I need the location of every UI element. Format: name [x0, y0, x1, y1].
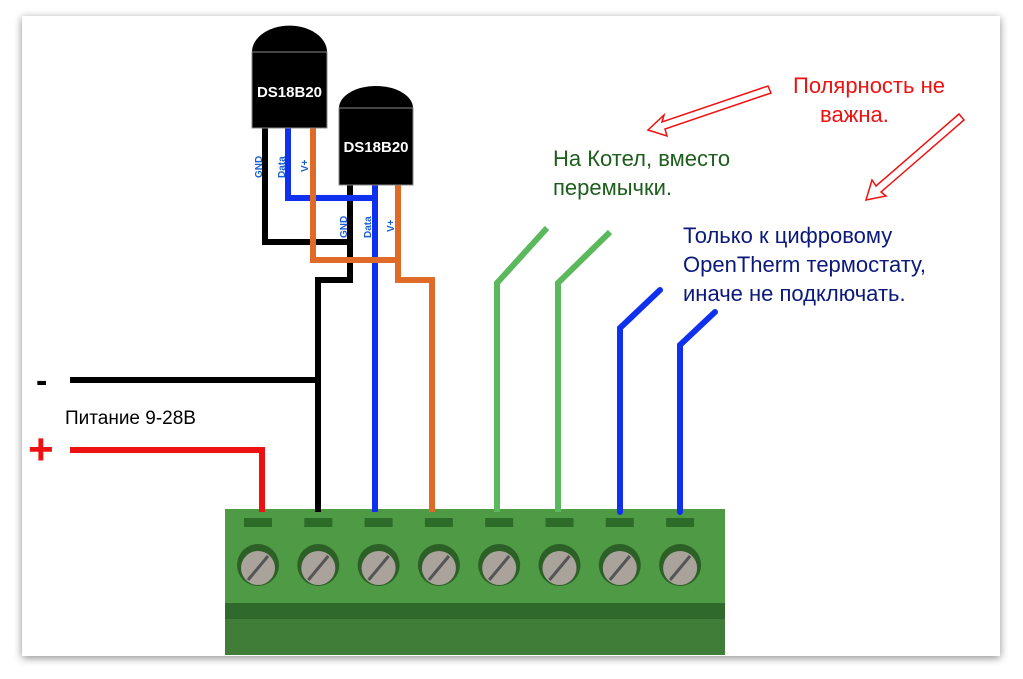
sensor-label: DS18B20: [343, 139, 408, 156]
terminal-screw[interactable]: [538, 518, 581, 586]
wire-power-plus: [70, 447, 265, 512]
terminal-screw[interactable]: [417, 518, 460, 586]
polarity-note-line2: важна.: [820, 102, 889, 127]
sensor-1: DS18B20 GND Data V+: [251, 25, 328, 178]
terminal-screw[interactable]: [478, 518, 521, 586]
arrow-to-opentherm-icon: [864, 112, 966, 201]
wire-vplus-main: [395, 182, 435, 512]
opentherm-note-line1: Только к цифровому: [683, 223, 892, 248]
wire-opentherm-2: [677, 309, 718, 515]
pin-label: GND: [254, 156, 265, 178]
pin-label: V+: [300, 159, 311, 172]
wire-gnd-sensor1: [262, 128, 350, 245]
boiler-note-line1: На Котел, вместо: [553, 146, 730, 171]
terminal-screw[interactable]: [357, 518, 400, 586]
wire-data-sensor1: [285, 124, 375, 201]
wire-boiler-1: [494, 225, 550, 512]
terminal-screw[interactable]: [297, 518, 340, 586]
wire-boiler-2: [555, 229, 613, 512]
plus-sign: +: [28, 425, 54, 474]
sensor-2: DS18B20 GND Data V+: [338, 86, 414, 238]
pin-label: GND: [339, 216, 350, 238]
wire-opentherm-1: [617, 287, 663, 515]
wire-gnd-main: [315, 185, 353, 512]
pin-label: Data: [277, 156, 288, 178]
opentherm-note-line2: OpenTherm термостату,: [683, 252, 926, 277]
pin-label: Data: [363, 216, 374, 238]
pin-label: V+: [386, 219, 397, 232]
power-label: Питание 9-28В: [65, 408, 196, 429]
terminal-screw[interactable]: [237, 518, 279, 586]
polarity-note-line1: Полярность не: [793, 73, 945, 98]
terminal-screw[interactable]: [598, 518, 641, 586]
opentherm-note-line3: иначе не подключать.: [683, 281, 906, 306]
boiler-note-line2: перемычки.: [553, 175, 672, 200]
wire-vplus-sensor1: [310, 124, 398, 263]
sensor-label: DS18B20: [257, 84, 322, 101]
minus-sign: -: [36, 362, 47, 400]
terminal-screw[interactable]: [659, 518, 702, 586]
arrow-to-boiler-icon: [646, 85, 773, 138]
terminal-block: [225, 509, 725, 655]
